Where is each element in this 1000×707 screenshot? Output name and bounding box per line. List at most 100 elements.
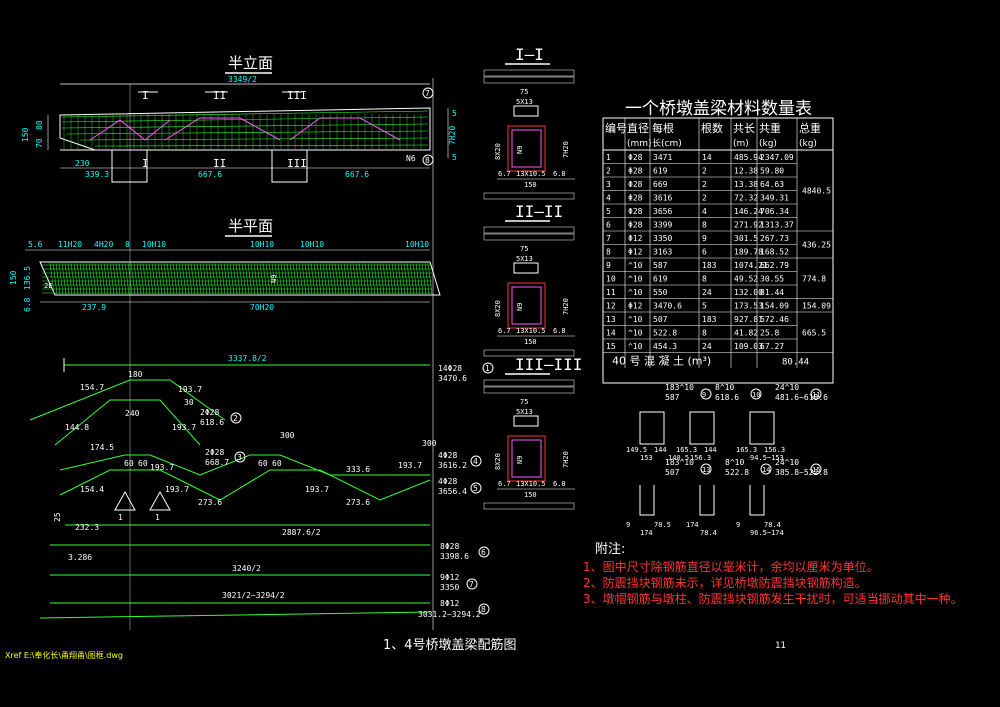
section-dim-6.8: 6.8 — [553, 327, 566, 335]
section-dim-5x13: 5X13 — [516, 408, 533, 416]
table-title: 一个桥墩盖梁材料数量表 — [625, 99, 812, 119]
table-cell: 183 — [702, 261, 717, 270]
n1-total: 3470.6 — [438, 374, 467, 383]
stirrup-mark: 8^10 — [715, 383, 734, 392]
n5-dim-193: 193.7 — [165, 485, 189, 494]
n8-mark: 8Φ12 — [440, 599, 459, 608]
stirrup-circle: 11 — [812, 391, 820, 399]
table-cell: 154.09 — [760, 302, 789, 311]
section-label-n9: N9 — [516, 146, 524, 154]
table-total-cell: 436.25 — [802, 241, 831, 250]
n5-mark: 4Φ28 — [438, 477, 457, 486]
table-total-cell: 154.09 — [802, 301, 831, 310]
n6-dim-2887: 2887.6/2 — [282, 528, 321, 537]
table-total-cell: 4840.5 — [802, 187, 831, 196]
table-cell: 2 — [702, 180, 707, 189]
note-3: 3、墩帽钢筋与墩柱、防震挡块钢筋发生干扰时，可适当挪动其中一种。 — [583, 591, 963, 606]
n3-dim-193: 193.7 — [172, 423, 196, 432]
table-cell: 507 — [653, 315, 668, 324]
stirrup-total: 618.6 — [715, 393, 739, 402]
table-cell: 271.92 — [734, 221, 763, 230]
section-dim-7h20: 7H20 — [562, 141, 570, 158]
table-cell: 267.73 — [760, 234, 789, 243]
section-title: I–I — [515, 45, 544, 64]
elev-left-dim-150: 150 — [21, 127, 30, 142]
table-cell: 9 — [606, 261, 611, 270]
table-cell: 522.8 — [653, 329, 677, 338]
notes: 附注: 1、图中尺寸除钢筋直径以毫米计，余均以厘米为单位。 2、防震挡块钢筋未示… — [583, 542, 963, 606]
table-cell: Φ28 — [628, 167, 643, 176]
table-cell: 14 — [702, 153, 712, 162]
n2-circle: 2 — [233, 414, 238, 423]
elev-bottom-dim-667b: 667.6 — [345, 170, 369, 179]
stirrup-total: 481.6~618.6 — [775, 393, 828, 402]
stirrup-dim: 165.3 — [676, 446, 697, 454]
table-cell: 11 — [606, 288, 616, 297]
drawing-caption: 1、4号桥墩盖梁配筋图 — [383, 637, 517, 653]
section-mark-3b: III — [287, 157, 307, 170]
stirrup-mark: 24^10 — [775, 458, 799, 467]
n3-total: 668.7 — [205, 458, 229, 467]
n4-dim-193b: 193.7 — [398, 461, 422, 470]
plan-dim-10h10b: 10H10 — [250, 240, 274, 249]
stirrup-total: 522.8 — [725, 468, 749, 477]
table-cell: 7 — [606, 234, 611, 243]
n6-total: 3398.6 — [440, 552, 469, 561]
table-cell: Φ28 — [628, 194, 643, 203]
section-title: III–III — [515, 355, 582, 374]
stirrup-dim: 140.5 — [668, 454, 689, 462]
stirrup-dim: 156.3 — [690, 454, 711, 462]
notes-title: 附注: — [595, 542, 625, 557]
elev-right-dim-5a: 5 — [452, 109, 457, 118]
table-header-cell-2: (m) — [733, 139, 749, 149]
elev-right-dim-7h20: 7H20 — [448, 126, 457, 145]
n4-dim-174: 174.5 — [90, 443, 114, 452]
section-dim-5x13: 5X13 — [516, 255, 533, 263]
table-cell: 2 — [702, 167, 707, 176]
table-cell: 146.24 — [734, 207, 763, 216]
n5-circle: 5 — [473, 484, 478, 493]
elev-bottom-dim-339: 339.3 — [85, 170, 109, 179]
section-mark-2: II — [213, 89, 226, 102]
section-dim-5x13: 5X13 — [516, 98, 533, 106]
stirrup-dim: 9 — [626, 521, 630, 529]
table-cell: 669 — [653, 180, 668, 189]
stirrup-total: 587 — [665, 393, 680, 402]
n7-circle: 7 — [469, 580, 474, 589]
section-dim-75: 75 — [520, 398, 528, 406]
n4-dim-193a: 193.7 — [150, 463, 174, 472]
table-cell: 49.52 — [734, 275, 758, 284]
section-dim-150: 150 — [524, 491, 537, 499]
elev-label-n6: N6 — [406, 154, 416, 163]
table-cell: 619 — [653, 275, 668, 284]
n1-len: 3337.8/2 — [228, 354, 267, 363]
table-header-cell-2: 长(cm) — [652, 137, 682, 149]
section-mark-2b: II — [213, 157, 226, 170]
plan-dim-4h20: 4H20 — [94, 240, 113, 249]
plan-bottom-237: 237.9 — [82, 303, 106, 312]
table-cell: 485.94 — [734, 153, 763, 162]
table-cell: 5 — [702, 302, 707, 311]
table-cell: 706.34 — [760, 207, 789, 216]
stirrup-dim: 156.3 — [764, 446, 785, 454]
note-1: 1、图中尺寸除钢筋直径以毫米计，余均以厘米为单位。 — [583, 559, 879, 574]
n4-total: 3616.2 — [438, 461, 467, 470]
stirrup-circle: 13 — [702, 466, 710, 474]
table-cell: ^10 — [628, 275, 643, 284]
table-cell: 1 — [606, 153, 611, 162]
n8-circle: 8 — [481, 605, 486, 614]
section-dim-75: 75 — [520, 88, 528, 96]
stirrup-total: 507 — [665, 468, 680, 477]
n3-dim-300: 300 — [280, 431, 295, 440]
elev-circle-7: 7 — [425, 89, 430, 98]
n4-dim-60b: 60 — [138, 459, 148, 468]
table-cell: 9 — [702, 234, 707, 243]
table-cell: 4 — [702, 207, 707, 216]
table-cell: 132.00 — [734, 288, 763, 297]
table-cell: 168.52 — [760, 248, 789, 257]
table-cell: Φ28 — [628, 207, 643, 216]
